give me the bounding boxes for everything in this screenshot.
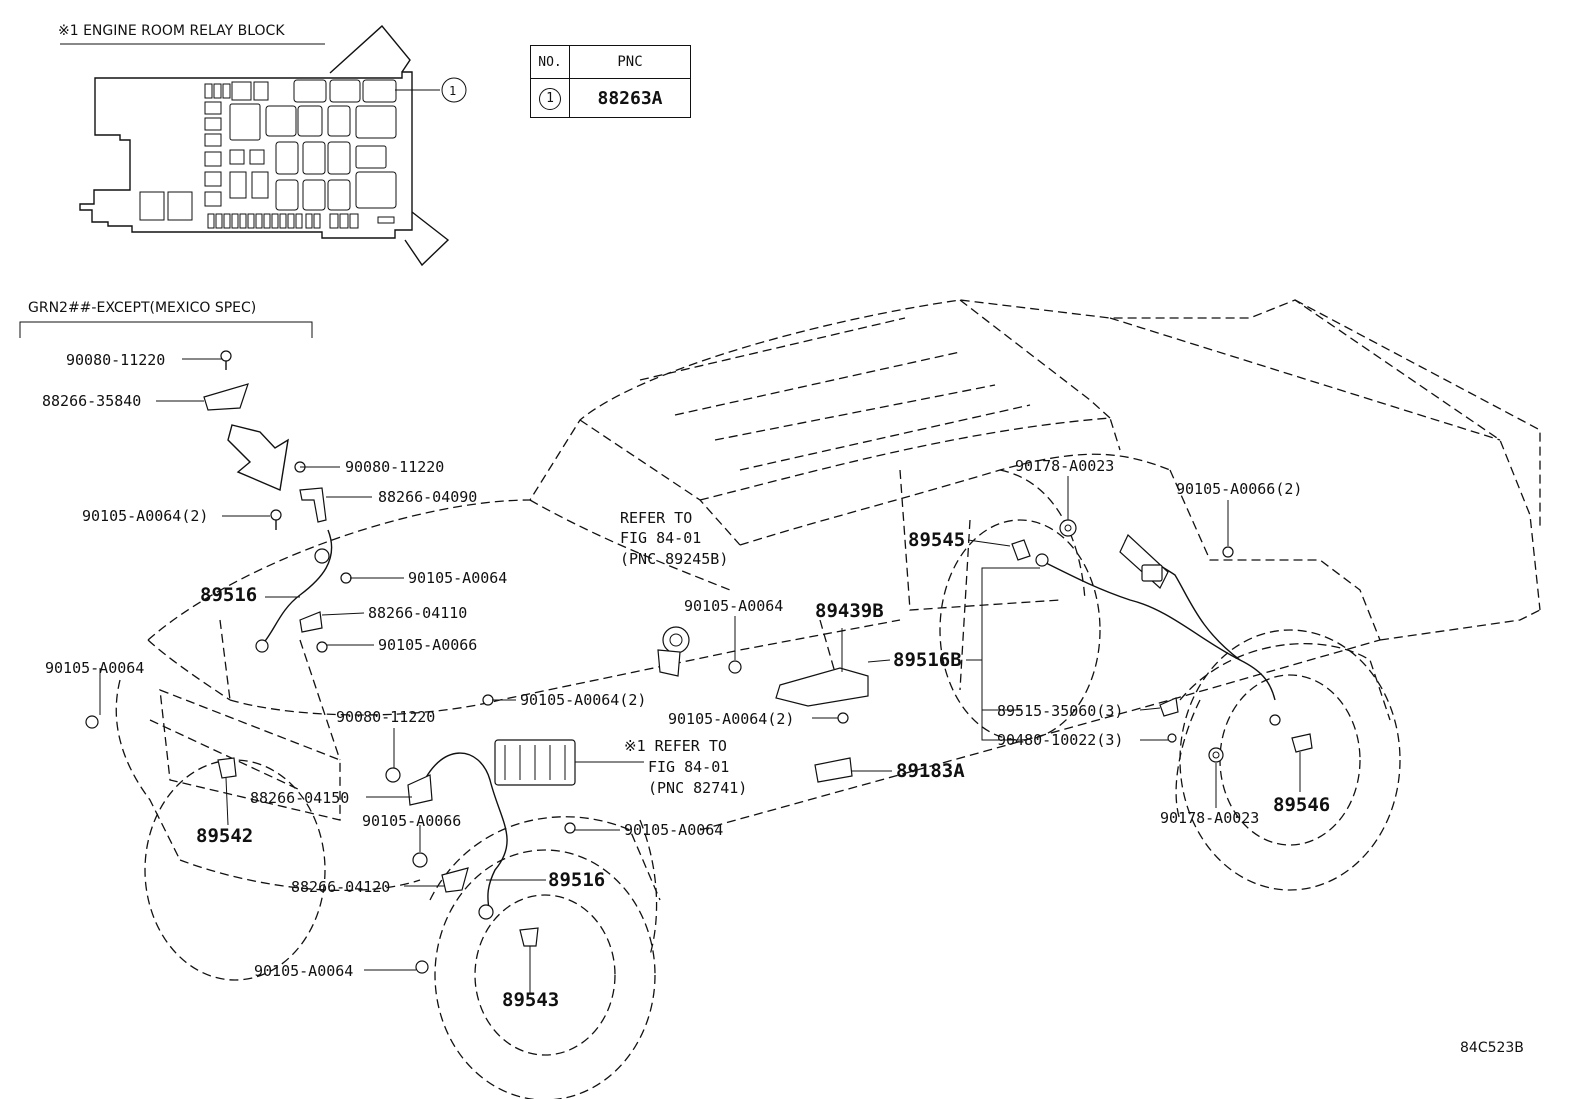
part-label: 88266-04150 <box>250 789 350 807</box>
refer-note-line-2: FIG 84-01 <box>648 758 730 776</box>
part-label: 88266-04090 <box>378 488 478 506</box>
truck-outline <box>115 299 1541 1099</box>
spec-bracket <box>19 321 313 338</box>
leader-lines <box>99 358 1301 993</box>
refer-note-line-3: (PNC 89245B) <box>620 550 729 568</box>
part-label: 90178-A0023 <box>1015 457 1115 475</box>
part-label: 90080-11220 <box>345 458 445 476</box>
part-label: 89439B <box>815 600 884 622</box>
part-label: 89542 <box>196 825 254 847</box>
part-label: 89515-35060(3) <box>997 702 1124 720</box>
part-label: 90080-11220 <box>336 708 436 726</box>
part-label: 90105-A0064(2) <box>520 691 647 709</box>
refer-note-line-3: (PNC 82741) <box>648 779 748 797</box>
engine-room-relay-block <box>60 24 467 267</box>
pnc-table-header-no: NO. <box>530 45 570 79</box>
part-label: 90178-A0023 <box>1160 809 1260 827</box>
part-label: 88266-04110 <box>368 604 468 622</box>
part-label: 90105-A0064 <box>408 569 508 587</box>
refer-note-line-1: REFER TO <box>620 509 693 527</box>
pnc-table: NO. PNC 1 88263A <box>530 45 691 118</box>
part-label: 89183A <box>896 760 965 782</box>
refer-note-line-1: ※1 REFER TO <box>624 737 727 755</box>
relay-block-title: ※1 ENGINE ROOM RELAY BLOCK <box>58 23 285 39</box>
part-label: 90105-A0064(2) <box>82 507 209 525</box>
part-label: 90105-A0064 <box>624 821 724 839</box>
figure-code: 84C523B <box>1460 1040 1524 1056</box>
pnc-table-row-no: 1 <box>530 78 570 118</box>
part-label: 89543 <box>502 989 560 1011</box>
part-label: 88266-35840 <box>42 392 142 410</box>
relay-callout-number: 1 <box>449 84 457 98</box>
part-label: 89516 <box>200 584 258 606</box>
part-label: 90105-A0064(2) <box>668 710 795 728</box>
part-label: 90105-A0066 <box>362 812 462 830</box>
part-label: 90105-A0066 <box>378 636 478 654</box>
pnc-row-number: 1 <box>539 87 561 110</box>
part-label: 90105-A0064 <box>684 597 784 615</box>
pnc-table-header-pnc: PNC <box>569 45 691 79</box>
spec-title: GRN2##-EXCEPT(MEXICO SPEC) <box>28 300 257 316</box>
part-glyphs <box>85 350 1313 974</box>
part-label: 88266-04120 <box>291 878 391 896</box>
part-label: 89545 <box>908 529 966 551</box>
refer-note-line-2: FIG 84-01 <box>620 529 702 547</box>
part-label: 90480-10022(3) <box>997 731 1124 749</box>
part-label: 89516B <box>893 649 962 671</box>
part-label: 89516 <box>548 869 606 891</box>
pnc-table-row-pnc: 88263A <box>569 78 691 118</box>
part-label: 90105-A0064 <box>45 659 145 677</box>
part-label: 90080-11220 <box>66 351 166 369</box>
part-label: 90105-A0064 <box>254 962 354 980</box>
part-label: 90105-A0066(2) <box>1176 480 1303 498</box>
part-label: 89546 <box>1273 794 1331 816</box>
